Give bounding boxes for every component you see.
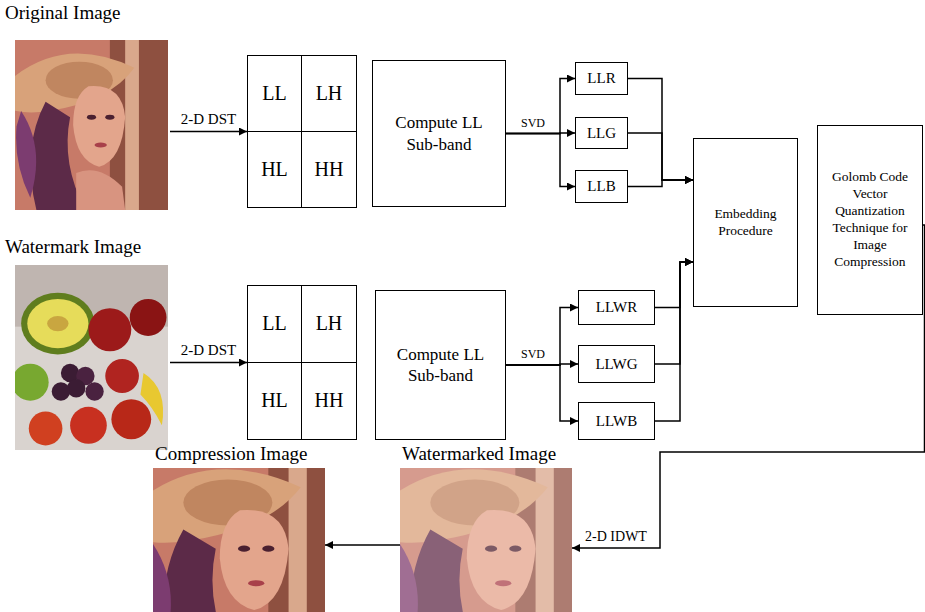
- connector: [628, 133, 693, 180]
- box-label: Compute LL Sub-band: [382, 344, 499, 387]
- subband-cell: HL: [248, 363, 302, 440]
- process-box: LLR: [575, 62, 628, 95]
- subband-grid: LL LH HL HH: [247, 285, 357, 440]
- portrait-photo: [123, 453, 346, 612]
- compression-photo: [123, 453, 346, 612]
- watermarked-photo: [370, 453, 593, 612]
- subband-grid: LL LH HL HH: [247, 55, 357, 208]
- image-panel: Watermarked Image: [400, 443, 572, 612]
- process-box: Golomb Code Vector Quantization Techniqu…: [817, 125, 923, 315]
- process-box: LLB: [575, 170, 628, 203]
- process-box: Compute LL Sub-band: [372, 60, 506, 207]
- connector: [506, 308, 578, 366]
- subband-cell: LL: [248, 286, 302, 363]
- subband-label: HH: [315, 389, 344, 412]
- original-photo: [0, 40, 168, 210]
- process-box: LLWR: [578, 290, 655, 325]
- box-label: LLWR: [596, 298, 637, 317]
- box-label: Golomb Code Vector Quantization Techniqu…: [824, 169, 916, 270]
- image-panel: Compression Image: [153, 443, 325, 612]
- portrait-photo: [370, 453, 593, 612]
- box-label: Compute LL Sub-band: [379, 112, 499, 155]
- subband-cell: LH: [302, 286, 356, 363]
- connector: [628, 180, 693, 187]
- connector: [506, 79, 575, 134]
- image-caption: Original Image: [3, 2, 121, 25]
- subband-cell: HH: [302, 132, 356, 208]
- subband-cell: HL: [248, 132, 302, 208]
- connector: [628, 79, 693, 181]
- box-label: LLG: [587, 124, 616, 143]
- subband-cell: HH: [302, 363, 356, 440]
- image-caption: Compression Image: [153, 443, 308, 466]
- subband-label: HH: [315, 158, 344, 181]
- box-label: LLWB: [596, 412, 637, 431]
- connector: [655, 262, 693, 364]
- watermark-tint: [390, 453, 592, 612]
- connector: [325, 544, 400, 546]
- image-caption: Watermarked Image: [400, 443, 556, 466]
- connector: [170, 362, 247, 364]
- edge-label: 2-D IDWT: [583, 529, 649, 545]
- subband-cell: LL: [248, 56, 302, 132]
- subband-cell: LH: [302, 56, 356, 132]
- box-label: LLR: [587, 69, 615, 88]
- portrait-photo: [0, 40, 168, 210]
- connector: [506, 134, 575, 187]
- process-box: LLG: [575, 117, 628, 149]
- box-label: LLWG: [595, 355, 637, 374]
- image-caption: Watermark Image: [3, 236, 141, 259]
- image-panel: Original Image: [3, 2, 170, 212]
- process-box: Compute LL Sub-band: [375, 290, 506, 440]
- image-panel: Watermark Image: [3, 236, 170, 452]
- subband-label: LL: [262, 82, 286, 105]
- process-box: LLWG: [578, 345, 655, 383]
- edge-label: 2-D DST: [179, 111, 238, 128]
- subband-label: HL: [261, 158, 288, 181]
- box-label: LLB: [587, 177, 615, 196]
- connector: [655, 262, 693, 308]
- subband-label: LH: [316, 82, 343, 105]
- connector: [170, 131, 247, 133]
- fruit-photo: [12, 265, 168, 450]
- edge-label: SVD: [519, 117, 547, 131]
- connector: [655, 262, 693, 421]
- subband-label: LL: [262, 312, 286, 335]
- process-box: LLWB: [578, 402, 655, 440]
- box-label: Embedding Procedure: [700, 206, 791, 240]
- subband-label: LH: [316, 312, 343, 335]
- process-box: Embedding Procedure: [693, 138, 798, 307]
- edge-label: SVD: [519, 348, 547, 362]
- watermark-photo: [12, 265, 168, 450]
- subband-label: HL: [261, 389, 288, 412]
- connector: [506, 365, 578, 421]
- edge-label: 2-D DST: [179, 342, 238, 359]
